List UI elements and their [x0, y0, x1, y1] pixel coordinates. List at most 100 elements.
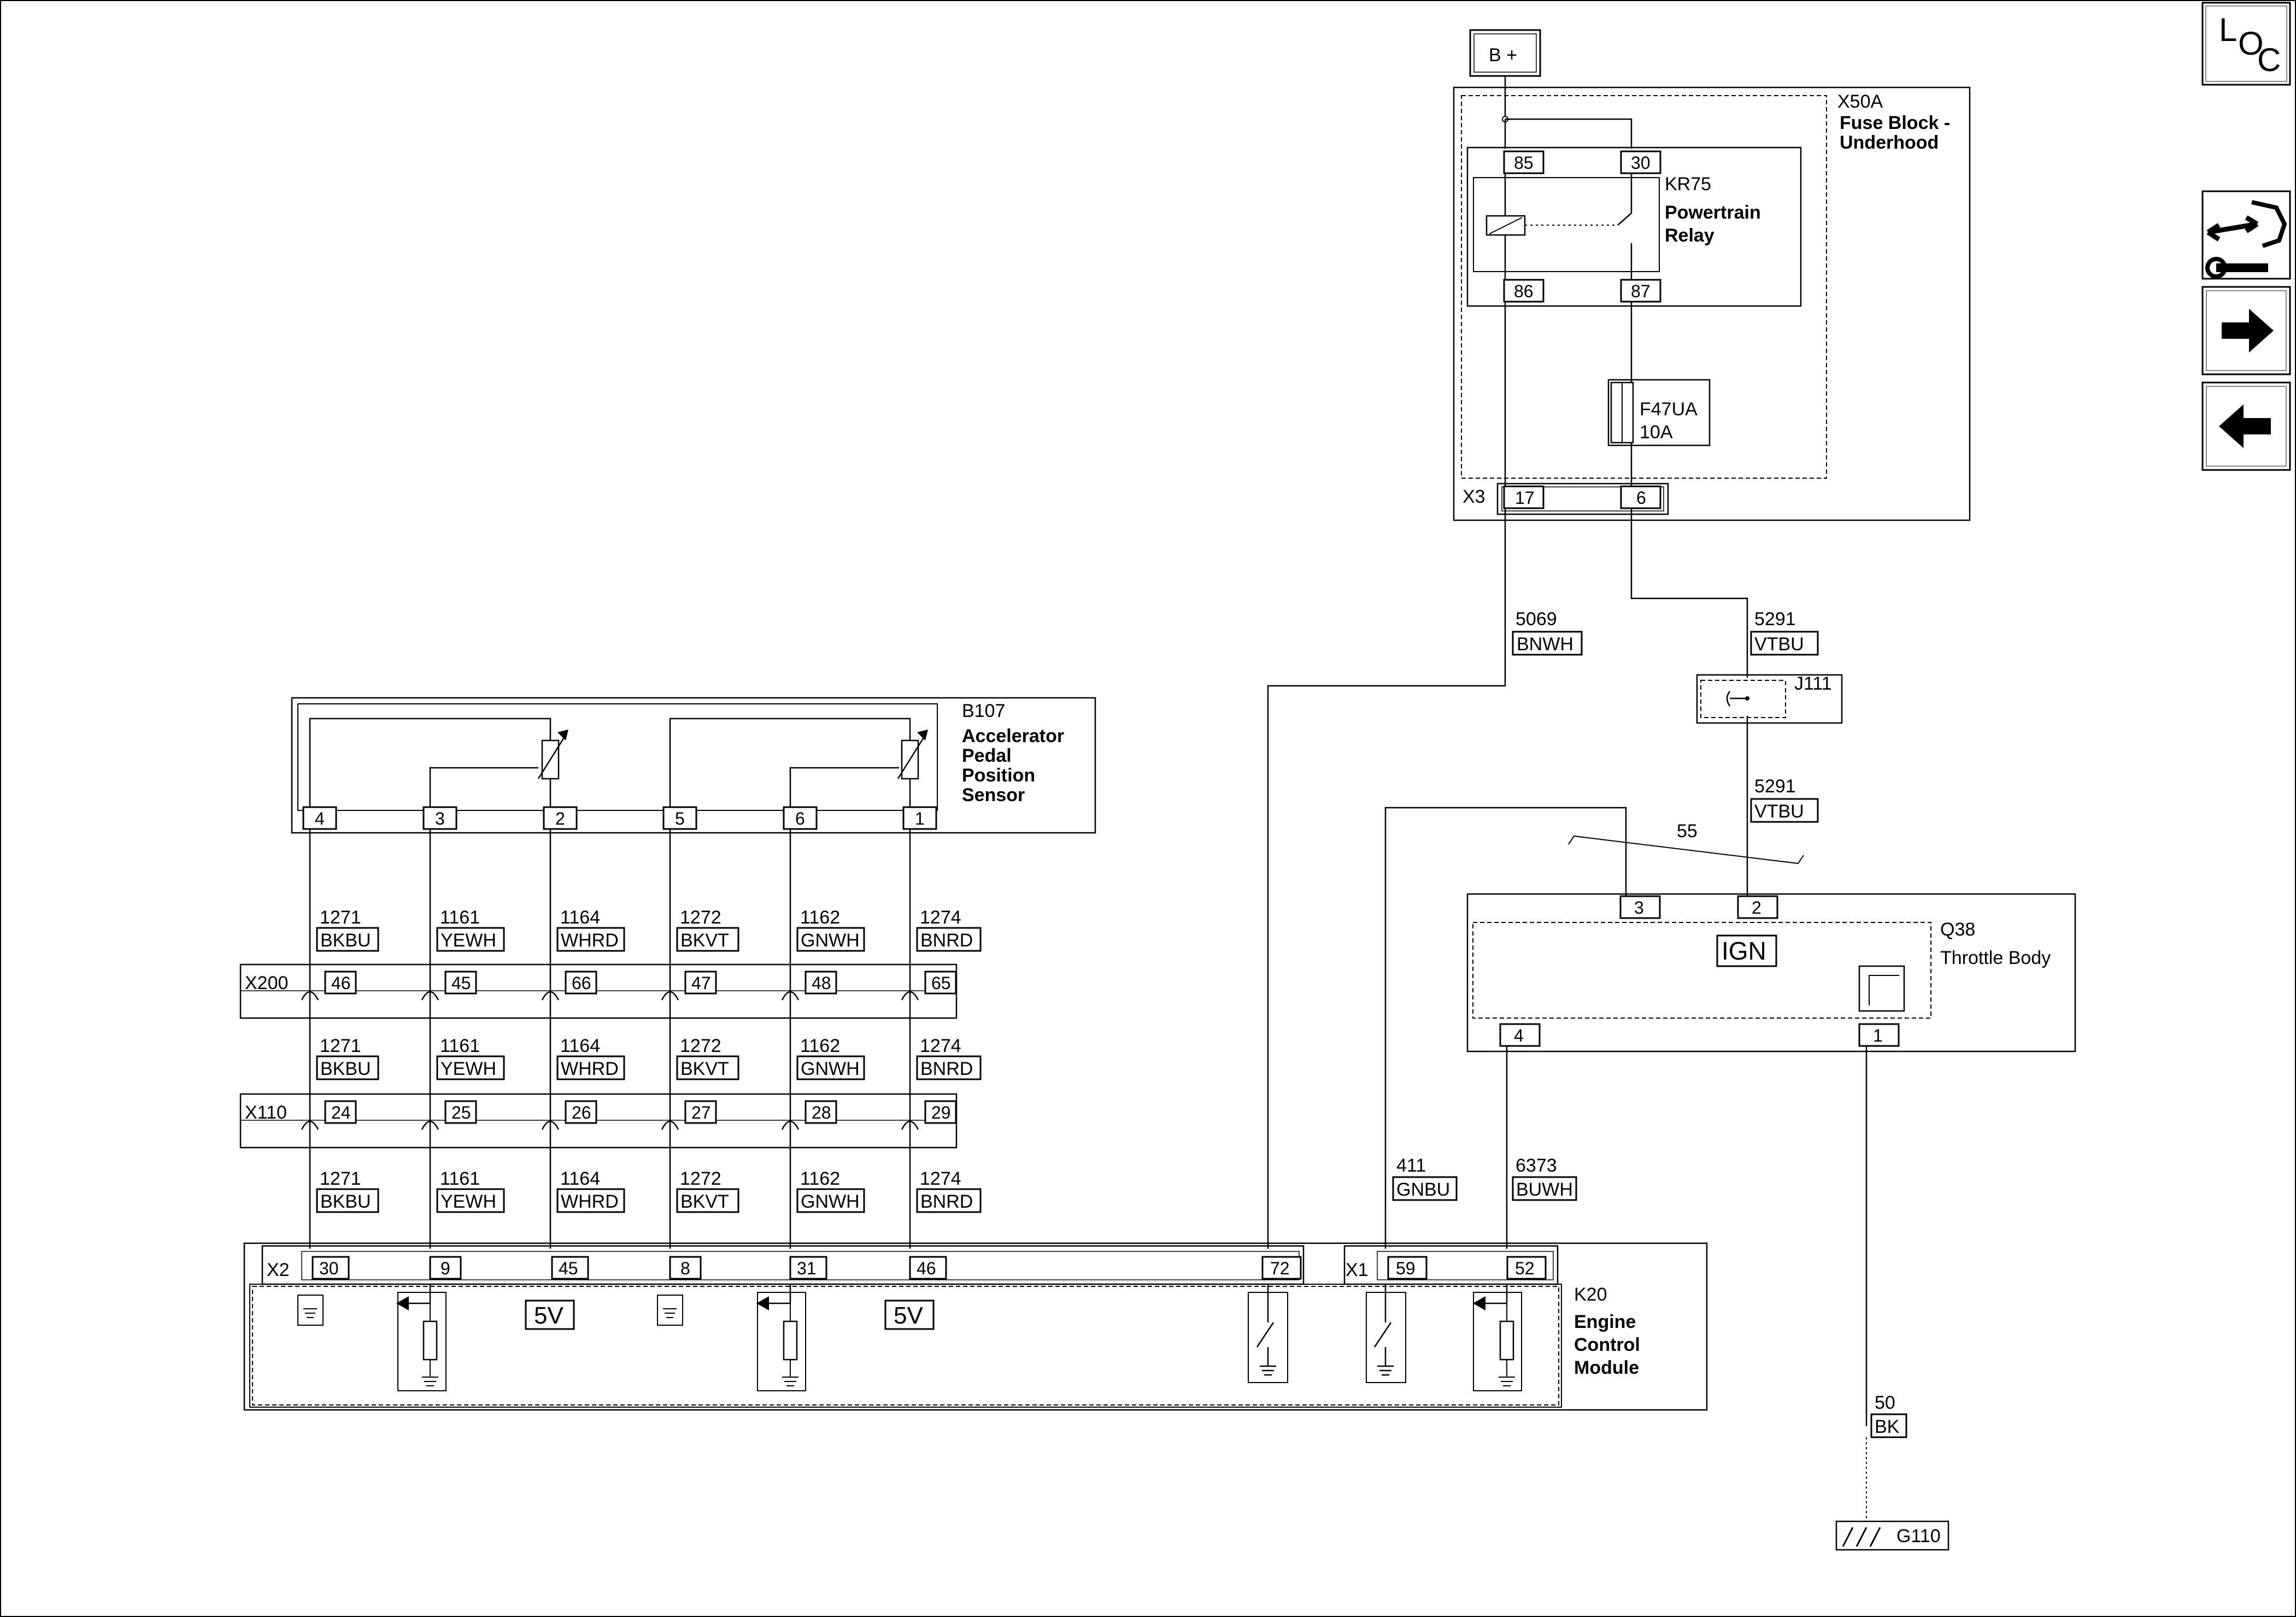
ecm-name-2: Control	[1574, 1334, 1640, 1355]
sensor-pin-2: 2	[555, 809, 565, 828]
harness-labels-row-2: 1271 BKBU 1161 YEWH 1164 WHRD 1272 BKVT …	[316, 1036, 982, 1080]
harness-1-color-r3: BKBU	[320, 1191, 371, 1212]
x110-pin-28: 28	[812, 1103, 831, 1122]
ecm-id: K20	[1574, 1284, 1607, 1305]
ecm-ground-symbol-1	[297, 1295, 324, 1326]
sensor-pin-1: 1	[915, 809, 925, 828]
harness-wires	[309, 829, 911, 1249]
fuse-block-connector-id: X3	[1463, 486, 1485, 507]
throttle-sensor-icon	[1858, 965, 1905, 1012]
relay-name-2: Relay	[1665, 225, 1714, 246]
wire-50-circuit: 50	[1875, 1392, 1895, 1413]
wire-411-color: GNBU	[1396, 1179, 1450, 1200]
splice-j111: J111	[1696, 673, 1843, 724]
throttle-body-ign: IGN	[1722, 937, 1766, 965]
throttle-body-name: Throttle Body	[1940, 948, 2051, 968]
x110-pin-25: 25	[451, 1103, 471, 1122]
harness-2-circuit-r1: 1161	[440, 907, 480, 928]
inline-connector-x200: X200 46 45 66 47 48 65	[239, 963, 958, 1019]
x200-pin-47: 47	[691, 973, 711, 993]
relay-id: KR75	[1665, 174, 1711, 195]
throttle-body-q38: 55 Q38 Throttle Body IGN 3 2 4 1	[1384, 807, 2076, 1249]
throttle-pin-4: 4	[1514, 1026, 1524, 1045]
ecm-x1-pin-59: 59	[1396, 1259, 1416, 1278]
ecm-x1-pin-52: 52	[1515, 1259, 1535, 1278]
fuse-f47ua: F47UA 10A	[1607, 302, 1711, 446]
harness-6-color-r3: BNRD	[920, 1191, 973, 1212]
relay-pin-30: 30	[1631, 153, 1651, 173]
harness-1-color-r2: BKBU	[320, 1059, 371, 1079]
loc-letter-c: C	[2257, 42, 2281, 78]
relay-pin-87: 87	[1631, 281, 1651, 301]
harness-5-circuit-r2: 1162	[800, 1036, 840, 1056]
harness-4-color-r1: BKVT	[680, 930, 729, 951]
throttle-pin-2: 2	[1752, 898, 1761, 918]
connector-tools-button[interactable]	[2201, 190, 2291, 280]
harness-6-circuit-r1: 1274	[920, 907, 961, 928]
harness-3-circuit-r3: 1164	[560, 1168, 600, 1189]
relay-switch-icon	[1617, 173, 1633, 280]
wire-5291	[1630, 508, 1748, 896]
throttle-body-id: Q38	[1940, 919, 1975, 940]
ecm-k20: K20 Engine Control Module X2 30 9 45 8 3…	[243, 1242, 1708, 1411]
ecm-switch-symbol-72	[1248, 1284, 1288, 1383]
harness-5-color-r1: GNWH	[801, 930, 860, 951]
ecm-x2-pin-30: 30	[319, 1259, 339, 1278]
throttle-pin-1: 1	[1873, 1026, 1883, 1045]
harness-5-color-r2: GNWH	[801, 1059, 860, 1079]
back-button[interactable]	[2201, 381, 2291, 471]
harness-6-circuit-r2: 1274	[920, 1036, 961, 1056]
ecm-x2-pin-46: 46	[917, 1259, 936, 1278]
harness-5-circuit-r1: 1162	[800, 907, 840, 928]
ecm-switch-symbol-59	[1366, 1284, 1406, 1383]
wire-5291b-circuit: 5291	[1754, 776, 1796, 797]
x200-pin-66: 66	[572, 973, 591, 993]
ecm-x1-id: X1	[1346, 1260, 1369, 1280]
ecm-ground-symbol-2	[657, 1295, 683, 1326]
fuse-block-id: X50A	[1837, 91, 1883, 112]
harness-3-circuit-r1: 1164	[560, 907, 600, 928]
ecm-pullup-symbol-52	[1473, 1284, 1522, 1391]
sensor-pin-5: 5	[675, 809, 685, 828]
splice-id: J111	[1794, 673, 1832, 694]
x110-pin-24: 24	[331, 1103, 351, 1122]
harness-1-circuit-r3: 1271	[320, 1168, 361, 1189]
loc-button[interactable]: L O C	[2201, 2, 2291, 86]
x200-pin-65: 65	[931, 973, 951, 993]
fuse-block-name-2: Underhood	[1840, 132, 1939, 153]
forward-button[interactable]	[2201, 286, 2291, 375]
harness-6-color-r1: BNRD	[920, 930, 973, 951]
inline-connector-x110: X110 24 25 26 27 28 29	[239, 1093, 958, 1149]
splice-icon	[1726, 691, 1731, 707]
wire-6373-circuit: 6373	[1516, 1155, 1557, 1176]
ecm-x2-pin-8: 8	[680, 1259, 690, 1278]
x110-pin-26: 26	[572, 1103, 591, 1122]
ground-id: G110	[1896, 1526, 1941, 1547]
harness-2-color-r3: YEWH	[441, 1191, 496, 1212]
harness-4-color-r2: BKVT	[680, 1059, 729, 1079]
harness-5-color-r3: GNWH	[801, 1191, 860, 1212]
wire-5069-circuit: 5069	[1516, 609, 1557, 630]
loc-letter-o: O	[2238, 25, 2264, 62]
harness-6-color-r2: BNRD	[920, 1059, 973, 1079]
ecm-x2-pin-9: 9	[441, 1259, 450, 1278]
page-break-mark	[1568, 835, 1804, 865]
relay-pin-86: 86	[1514, 281, 1534, 301]
harness-1-circuit-r2: 1271	[320, 1036, 361, 1056]
harness-6-circuit-r3: 1274	[920, 1168, 961, 1189]
power-source-label: B +	[1489, 45, 1517, 66]
sensor-pin-4: 4	[315, 809, 325, 828]
x200-pin-48: 48	[812, 973, 831, 993]
ecm-x2-pin-45: 45	[559, 1259, 578, 1278]
ecm-name-3: Module	[1574, 1357, 1639, 1378]
harness-labels-row-1: 1271 BKBU 1161 YEWH 1164 WHRD 1272 BKVT …	[316, 907, 982, 952]
sensor-name-4: Sensor	[962, 785, 1025, 805]
harness-3-color-r2: WHRD	[561, 1059, 619, 1079]
sensor-name-3: Position	[962, 765, 1035, 786]
harness-4-circuit-r1: 1272	[680, 907, 721, 928]
wire-5291a-circuit: 5291	[1754, 609, 1796, 630]
harness-2-color-r1: YEWH	[441, 930, 496, 951]
harness-2-circuit-r3: 1161	[440, 1168, 480, 1189]
